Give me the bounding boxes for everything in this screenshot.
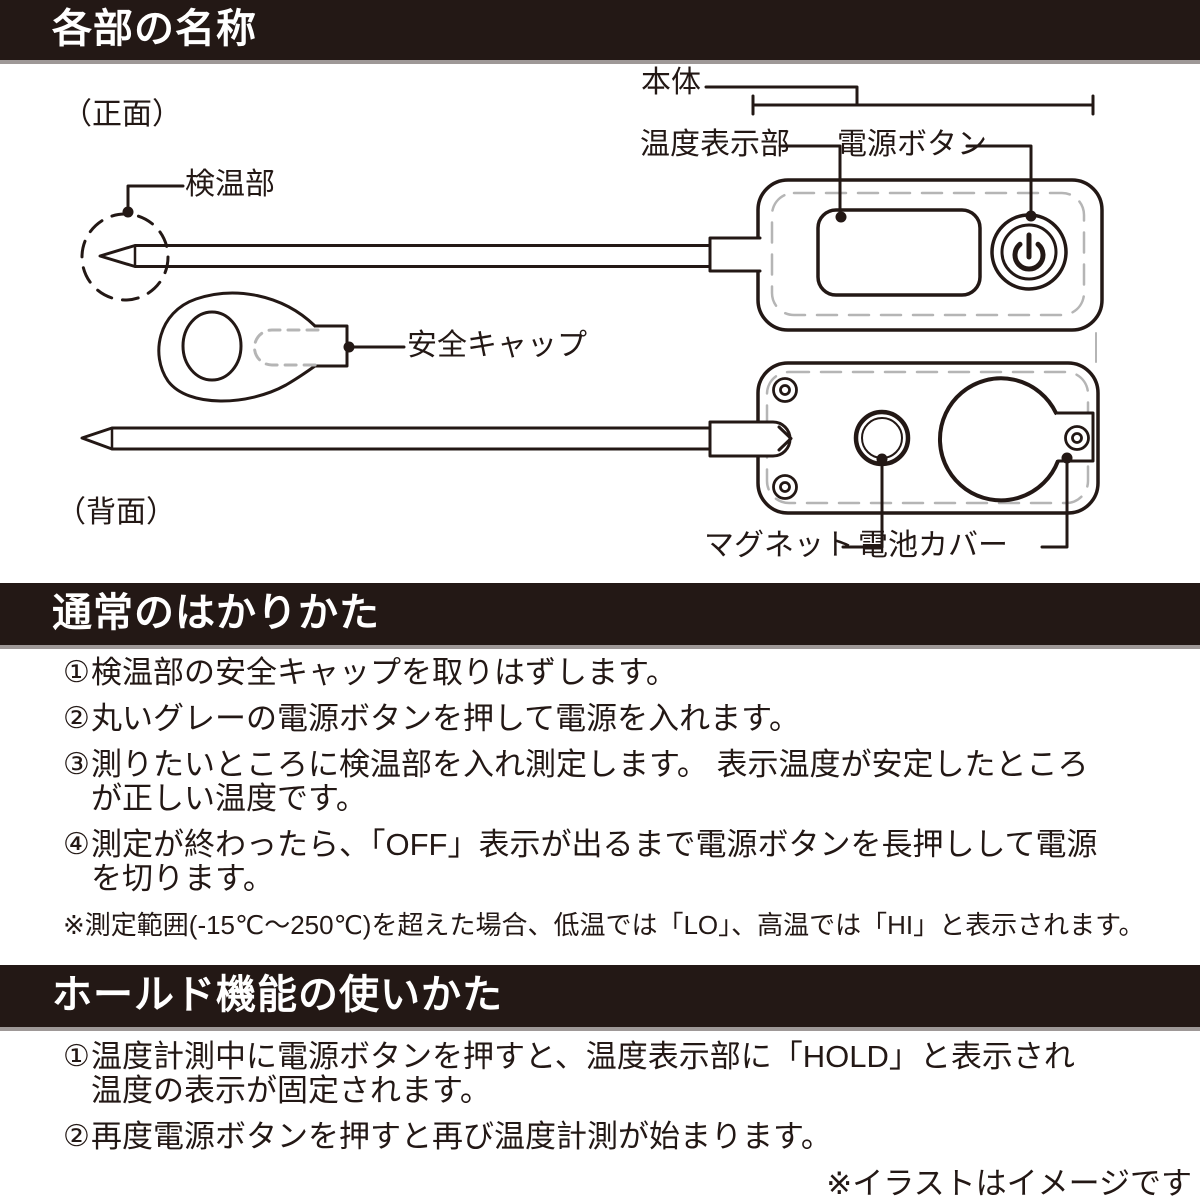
illustration-disclaimer: ※イラストはイメージです bbox=[826, 1166, 1192, 1200]
section-title-normal: 通常のはかりかた bbox=[52, 591, 380, 635]
power-button-icon bbox=[990, 213, 1068, 291]
probe-front-illustration bbox=[98, 236, 762, 273]
section-header-hold: ホールド機能の使いかた bbox=[0, 965, 1200, 1031]
step-text: 丸いグレーの電源ボタンを押して電源を入れます。 bbox=[91, 701, 800, 736]
label-battery-cover: 電池カバー bbox=[858, 529, 1008, 562]
back-view-label: （背面） bbox=[56, 496, 176, 529]
leader-safety-cap bbox=[343, 341, 406, 353]
battery-cover-circle bbox=[938, 376, 1095, 503]
range-note: ※測定範囲(-15℃～250℃)を超えた場合、低温では「LO」、高温では「HI」… bbox=[63, 910, 1145, 940]
step-number: ② bbox=[63, 1120, 90, 1153]
label-probe: 検温部 bbox=[185, 168, 275, 201]
device-front-gasket-dashed bbox=[770, 191, 1086, 317]
display-screen bbox=[816, 208, 982, 297]
list-item: ④ 測定が終わったら、「OFF」表示が出るまで電源ボタンを長押しして電源 を切り… bbox=[63, 828, 1188, 896]
list-item: ③ 測りたいところに検温部を入れ測定します。 表示温度が安定したところ が正しい… bbox=[63, 748, 1188, 816]
leader-body bbox=[704, 85, 1095, 116]
step-text: 測定が終わったら、「OFF」表示が出るまで電源ボタンを長押しして電源 bbox=[91, 827, 1098, 862]
probe-back-illustration bbox=[80, 420, 793, 458]
hold-steps-list: ① 温度計測中に電源ボタンを押すと、温度表示部に「HOLD」と表示され 温度の表… bbox=[63, 1040, 1188, 1166]
step-number: ③ bbox=[63, 748, 90, 781]
section-header-parts: 各部の名称 bbox=[0, 0, 1200, 64]
normal-steps-list: ① 検温部の安全キャップを取りはずします。 ② 丸いグレーの電源ボタンを押して電… bbox=[63, 656, 1188, 942]
list-item: ① 検温部の安全キャップを取りはずします。 bbox=[63, 656, 1188, 690]
step-text: 検温部の安全キャップを取りはずします。 bbox=[91, 655, 677, 690]
label-safety-cap: 安全キャップ bbox=[407, 329, 587, 362]
leader-magnet bbox=[841, 453, 888, 549]
label-power-button: 電源ボタン bbox=[837, 128, 987, 161]
magnet-circle bbox=[853, 409, 911, 467]
step-number: ① bbox=[63, 656, 90, 689]
step-text: を切ります。 bbox=[91, 861, 274, 896]
step-number: ① bbox=[63, 1040, 90, 1073]
label-display: 温度表示部 bbox=[640, 128, 790, 161]
section-title-hold: ホールド機能の使いかた bbox=[52, 973, 503, 1017]
leader-power-button bbox=[965, 144, 1037, 222]
parts-diagram bbox=[80, 85, 1104, 549]
leader-battery-cover bbox=[1040, 452, 1073, 549]
list-item: ② 再度電源ボタンを押すと再び温度計測が始まります。 bbox=[63, 1120, 1188, 1154]
step-text: 温度計測中に電源ボタンを押すと、温度表示部に「HOLD」と表示され bbox=[91, 1039, 1075, 1074]
section-title-parts: 各部の名称 bbox=[52, 7, 257, 51]
screw-icon bbox=[772, 377, 798, 403]
section-header-normal: 通常のはかりかた bbox=[0, 583, 1200, 649]
list-item: ② 丸いグレーの電源ボタンを押して電源を入れます。 bbox=[63, 702, 1188, 736]
step-text: 測りたいところに検温部を入れ測定します。 表示温度が安定したところ bbox=[91, 747, 1089, 782]
label-body: 本体 bbox=[641, 66, 701, 99]
safety-cap-cavity-dashed bbox=[253, 328, 320, 367]
step-text: が正しい温度です。 bbox=[91, 781, 367, 816]
safety-cap-illustration bbox=[157, 291, 349, 403]
leader-display bbox=[778, 144, 847, 223]
label-magnet: マグネット bbox=[704, 529, 854, 562]
screw-icon bbox=[1064, 425, 1090, 451]
leader-probe bbox=[122, 184, 185, 218]
screw-icon bbox=[772, 474, 798, 500]
step-number: ④ bbox=[63, 828, 90, 861]
list-item: ① 温度計測中に電源ボタンを押すと、温度表示部に「HOLD」と表示され 温度の表… bbox=[63, 1040, 1188, 1108]
front-view-label: （正面） bbox=[62, 98, 182, 131]
step-text: 再度電源ボタンを押すと再び温度計測が始まります。 bbox=[91, 1119, 832, 1154]
safety-cap-hole bbox=[181, 310, 243, 382]
step-number: ② bbox=[63, 702, 90, 735]
step-text: 温度の表示が固定されます。 bbox=[91, 1073, 491, 1108]
